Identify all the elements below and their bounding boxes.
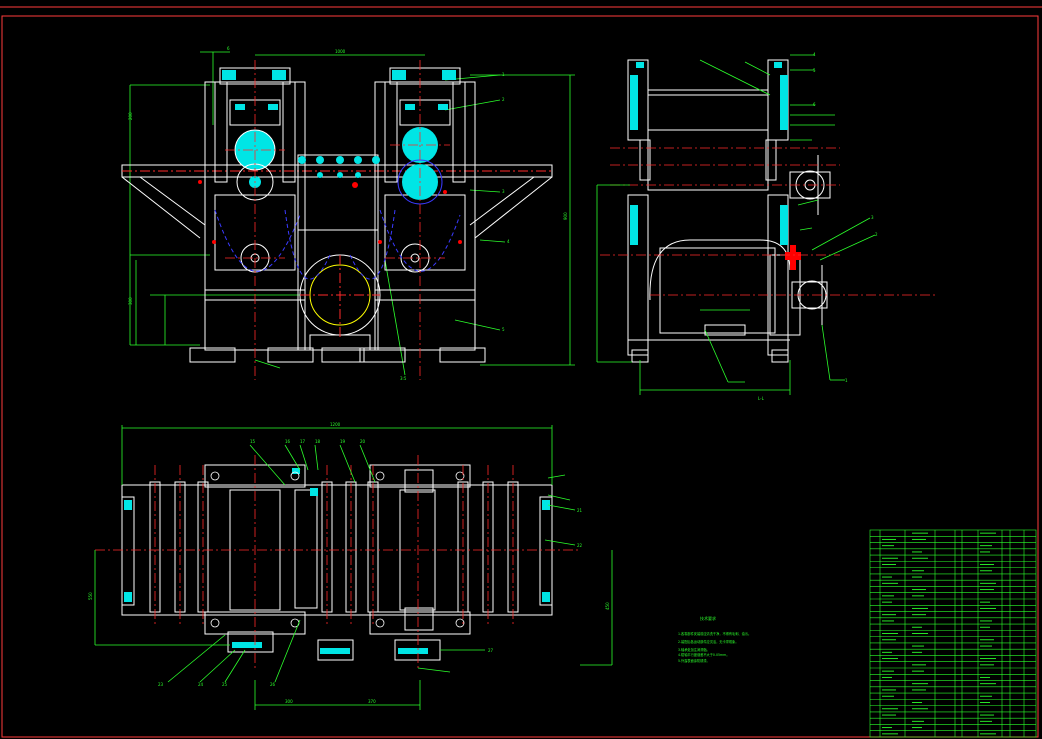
front-callout-5: 5 xyxy=(502,327,505,332)
plan-callouts: 15 16 17 18 19 20 21 22 23 24 25 26 27 xyxy=(158,439,583,687)
front-right-hatch xyxy=(392,70,456,110)
plan-callout-22: 22 xyxy=(577,543,583,548)
svg-text:3:5: 3:5 xyxy=(400,376,407,381)
svg-text:200: 200 xyxy=(128,112,133,120)
plan-hatch xyxy=(124,468,550,654)
plan-callout-27: 27 xyxy=(488,648,494,653)
side-callout-5: 5 xyxy=(813,68,816,73)
plan-callout-23: 23 xyxy=(158,682,164,687)
plan-callout-21: 21 xyxy=(577,508,583,513)
front-center-valves xyxy=(298,156,380,178)
notes-title: 技术要求 xyxy=(700,615,716,621)
front-callout-2: 2 xyxy=(502,97,505,102)
plan-centerlines xyxy=(95,455,580,670)
sheet-border xyxy=(0,6,1042,738)
side-section-label: L-L xyxy=(758,396,765,401)
title-block xyxy=(869,529,1037,738)
front-callouts: 1 2 3 4 5 6 xyxy=(227,46,510,332)
side-callout-4: 4 xyxy=(813,52,816,57)
svg-text:300: 300 xyxy=(285,699,293,704)
svg-text:550: 550 xyxy=(88,592,93,600)
plan-callout-18: 18 xyxy=(315,439,321,444)
side-centerlines xyxy=(600,147,935,296)
plan-callout-15: 15 xyxy=(250,439,256,444)
notes-line-5: 5.外露表面涂防锈漆。 xyxy=(678,658,710,663)
plan-callout-25: 25 xyxy=(222,682,228,687)
side-red-part xyxy=(785,245,801,270)
technical-notes: 技术要求 1.各零部件安装前应清洗干净，不得有毛刺、油污。 2.装配后各运动部件… xyxy=(678,615,751,663)
side-callout-2: 2 xyxy=(875,232,878,237)
front-center-gearbox xyxy=(284,154,396,363)
notes-line-4: 4.辊轴平行度误差不大于0.05mm。 xyxy=(678,652,729,657)
side-callout-6: 6 xyxy=(813,102,816,107)
svg-text:1000: 1000 xyxy=(335,49,346,54)
svg-text:370: 370 xyxy=(368,699,376,704)
front-callout-1: 1 xyxy=(502,72,505,77)
notes-line-2: 2.装配后各运动部件应灵活，无卡滞现象。 xyxy=(678,639,738,644)
side-callout-1: 1 xyxy=(845,378,848,383)
plan-view: 1200 550 450 300 370 15 16 17 18 19 20 2… xyxy=(88,422,613,710)
svg-text:1200: 1200 xyxy=(330,422,341,427)
plan-dimensions xyxy=(94,425,613,710)
plan-callout-17: 17 xyxy=(300,439,306,444)
plan-callout-16: 16 xyxy=(285,439,291,444)
front-callout-6: 6 xyxy=(227,46,230,51)
svg-text:450: 450 xyxy=(605,602,610,610)
side-hatch xyxy=(630,62,788,245)
front-beams xyxy=(121,164,553,239)
plan-callout-20: 20 xyxy=(360,439,366,444)
front-dim-text: 1000 200 300 900 3:5 xyxy=(128,49,568,381)
plan-callout-26: 26 xyxy=(270,682,276,687)
side-dimensions xyxy=(596,54,876,395)
parts-list-frame xyxy=(869,529,1037,738)
svg-text:300: 300 xyxy=(128,297,133,305)
plan-callout-19: 19 xyxy=(340,439,346,444)
front-center-red-marks xyxy=(198,180,462,244)
plan-dim-text: 1200 550 450 300 370 xyxy=(88,422,610,704)
front-left-hatch xyxy=(222,70,286,110)
notes-line-1: 1.各零部件安装前应清洗干净，不得有毛刺、油污。 xyxy=(678,631,751,636)
plan-callout-24: 24 xyxy=(198,682,204,687)
front-view: 1000 200 300 900 3:5 xyxy=(121,46,575,381)
front-centerlines xyxy=(225,60,450,380)
notes-line-3: 3.轴承处加注润滑脂。 xyxy=(678,647,710,652)
side-callout-3: 3 xyxy=(871,215,874,220)
svg-text:900: 900 xyxy=(563,212,568,220)
side-view: 1 2 3 4 5 6 L-L xyxy=(596,52,935,401)
side-callouts: 1 2 3 4 5 6 L-L xyxy=(758,52,878,401)
front-callout-3: 3 xyxy=(502,189,505,194)
front-callout-4: 4 xyxy=(507,239,510,244)
